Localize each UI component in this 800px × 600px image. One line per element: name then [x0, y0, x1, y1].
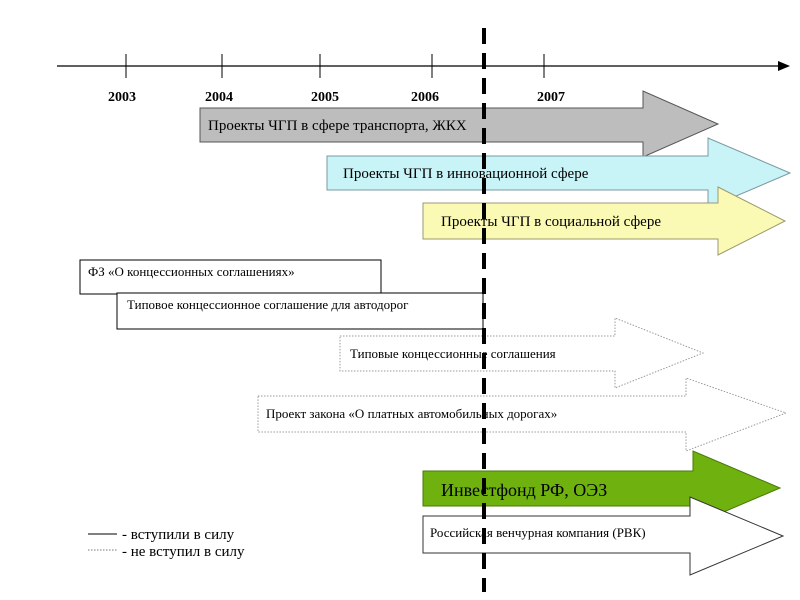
box-label: Типовое концессионное соглашение для авт… — [127, 297, 408, 312]
legend: - вступили в силу - не вступил в силу — [88, 527, 245, 560]
year-label: 2006 — [411, 90, 439, 105]
arrow-label: Инвестфонд РФ, ОЭЗ — [441, 480, 607, 500]
arrow-transport-housing: Проекты ЧГП в сфере транспорта, ЖКХ — [199, 90, 720, 158]
arrow-shape — [199, 90, 720, 158]
year-ticks — [125, 54, 545, 78]
arrow-social: Проекты ЧГП в социальной сфере — [422, 186, 787, 256]
year-labels: 2003 2004 2005 2006 2007 — [108, 90, 565, 105]
box-concession-law: ФЗ «О концессионных соглашениях» — [79, 259, 382, 295]
box-label: ФЗ «О концессионных соглашениях» — [88, 264, 295, 279]
arrow-shape — [422, 186, 787, 256]
arrow-shape — [326, 137, 792, 209]
year-label: 2005 — [311, 90, 339, 105]
legend-dotted-label: - не вступил в силу — [122, 544, 245, 560]
arrow-shape — [339, 317, 705, 389]
arrow-label: Проект закона «О платных автомобильных д… — [266, 406, 557, 421]
arrow-shape — [257, 377, 788, 452]
arrow-label: Российская венчурная компания (РВК) — [430, 525, 646, 540]
arrow-innovation: Проекты ЧГП в инновационной сфере — [326, 137, 792, 209]
arrow-typical-agreements: Типовые концессионные соглашения — [339, 317, 705, 389]
arrow-label: Типовые концессионные соглашения — [350, 346, 556, 361]
arrow-label: Проекты ЧГП в социальной сфере — [441, 214, 661, 230]
arrow-label: Проекты ЧГП в инновационной сфере — [343, 166, 589, 182]
box-shape — [116, 292, 484, 330]
year-label: 2007 — [537, 90, 565, 105]
arrow-toll-roads-bill: Проект закона «О платных автомобильных д… — [257, 377, 788, 452]
arrow-shape — [422, 496, 785, 576]
arrow-shape — [422, 450, 782, 526]
year-label: 2003 — [108, 90, 136, 105]
box-shape — [79, 259, 382, 295]
legend-solid-label: - вступили в силу — [122, 527, 235, 543]
year-label: 2004 — [205, 90, 233, 105]
box-roads-agreement: Типовое концессионное соглашение для авт… — [116, 292, 484, 330]
arrow-label: Проекты ЧГП в сфере транспорта, ЖКХ — [208, 118, 467, 134]
